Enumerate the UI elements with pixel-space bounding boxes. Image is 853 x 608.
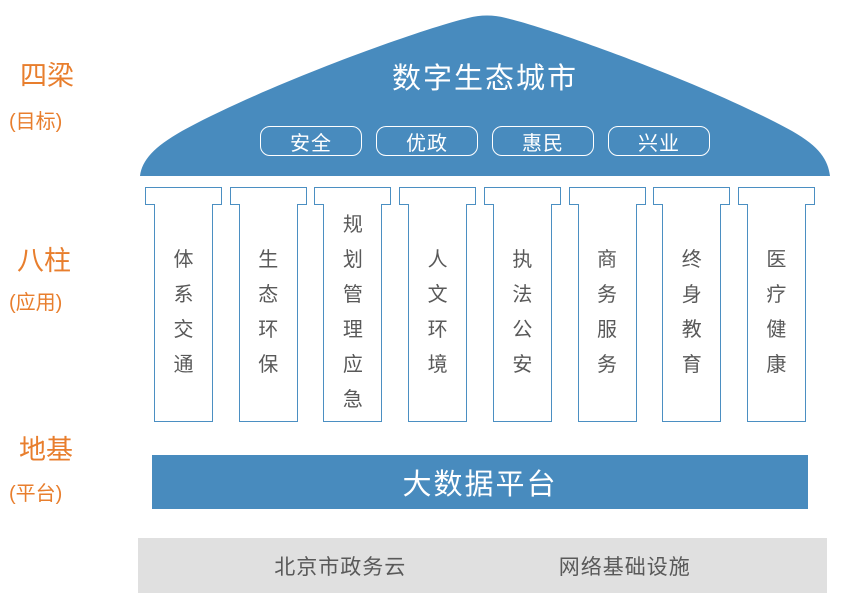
pillar-lifelong-education: 终身教育 (653, 187, 731, 422)
badge-governance: 优政 (376, 126, 478, 156)
pillar-cap (568, 187, 646, 205)
goal-badges: 安全 优政 惠民 兴业 (138, 126, 832, 156)
section-sublabel-platform: (平台) (9, 483, 63, 505)
pillar-humanistic-environment: 人文环境 (399, 187, 477, 422)
section-sublabel-applications: (应用) (9, 292, 63, 314)
section-label-foundation: 地基 (19, 435, 73, 465)
pillar-label: 人文环境 (427, 249, 448, 376)
pillar-business-services: 商务服务 (568, 187, 646, 422)
pillar-cap (483, 187, 561, 205)
section-sublabel-goals: (目标) (9, 111, 63, 133)
pillar-cap (399, 187, 477, 205)
badge-benefit-people: 惠民 (492, 126, 594, 156)
roof-shape (140, 15, 830, 176)
badge-safety: 安全 (260, 126, 362, 156)
foundation-item-network-infra: 网络基础设施 (558, 555, 691, 579)
pillar-cap (737, 187, 815, 205)
pillar-label: 终身教育 (681, 249, 702, 376)
pillar-label: 执法公安 (512, 249, 533, 376)
pillar-label: 医疗健康 (766, 249, 787, 376)
pillar-label: 体系交通 (173, 249, 194, 376)
section-label-four-beams: 四梁 (20, 61, 74, 91)
section-label-eight-pillars: 八柱 (17, 246, 71, 276)
pillar-label: 规划管理应急 (342, 214, 363, 411)
pillar-cap (229, 187, 307, 205)
foundation-item-gov-cloud: 北京市政务云 (274, 555, 407, 579)
pillar-cap (314, 187, 392, 205)
pillar-label: 生态环保 (258, 249, 279, 376)
pillar-cap (145, 187, 222, 205)
badge-industry: 兴业 (608, 126, 710, 156)
pillar-cap (653, 187, 731, 205)
pillar-transport-system: 体系交通 (145, 187, 222, 422)
pillar-law-enforcement: 执法公安 (483, 187, 561, 422)
foundation-bar: 北京市政务云 网络基础设施 (138, 538, 827, 593)
pillar-medical-health: 医疗健康 (737, 187, 815, 422)
pillar-eco-environment: 生态环保 (229, 187, 307, 422)
pillar-label: 商务服务 (597, 249, 618, 376)
diagram-title: 数字生态城市 (391, 63, 578, 95)
pillar-planning-emergency: 规划管理应急 (314, 187, 392, 422)
pillars-row: 体系交通 生态环保 规划管理应急 人文环境 执法公安 商务服务 终身教育 医疗 (145, 187, 815, 422)
big-data-platform-bar: 大数据平台 (152, 455, 808, 509)
